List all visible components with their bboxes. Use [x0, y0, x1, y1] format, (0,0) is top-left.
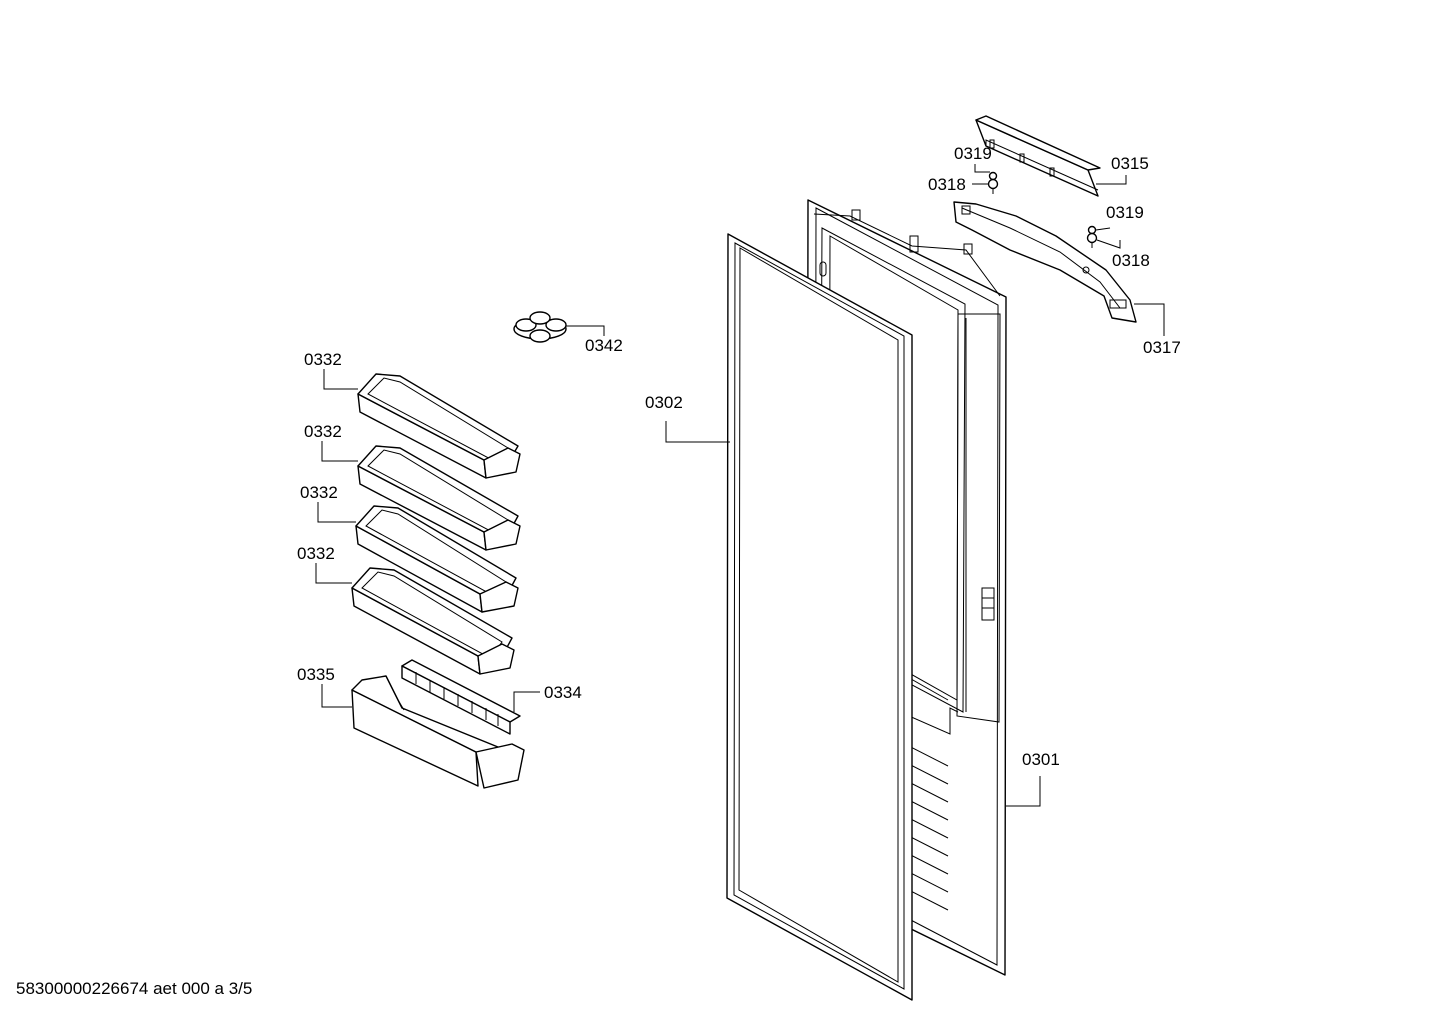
part-labels: 0315 0319 0318 0319 0318 0317 0342 0302 …: [297, 144, 1181, 769]
label-0302: 0302: [645, 393, 683, 412]
label-0332-2: 0332: [304, 422, 342, 441]
label-0319-top: 0319: [954, 144, 992, 163]
label-0315: 0315: [1111, 154, 1149, 173]
label-0332-3: 0332: [300, 483, 338, 502]
label-0342: 0342: [585, 336, 623, 355]
door-shelf-3-drawing: [355, 505, 519, 613]
bottle-retainer-drawing: [401, 659, 521, 735]
label-0332-4: 0332: [297, 544, 335, 563]
screw-0318-0319-top: [987, 171, 999, 194]
door-gasket-drawing: [726, 233, 913, 1001]
bottle-shelf-drawing: [351, 675, 525, 789]
door-shelf-4-drawing: [351, 567, 515, 675]
drawing-number: 58300000226674 aet 000 a 3/5: [16, 979, 253, 998]
door-shelf-1-drawing: [357, 373, 521, 479]
label-0334: 0334: [544, 683, 582, 702]
door-shelf-2-drawing: [357, 445, 521, 551]
label-0318-top: 0318: [928, 175, 966, 194]
label-0319-right: 0319: [1106, 203, 1144, 222]
egg-tray-drawing: [513, 311, 567, 343]
label-0318-right: 0318: [1112, 251, 1150, 270]
label-0317: 0317: [1143, 338, 1181, 357]
label-0335: 0335: [297, 665, 335, 684]
label-0332-1: 0332: [304, 350, 342, 369]
screw-0318-0319-right: [1086, 225, 1098, 248]
leader-lines: [315, 164, 1165, 807]
label-0301: 0301: [1022, 750, 1060, 769]
top-cover-drawing: [975, 115, 1101, 197]
hinge-bracket-drawing: [953, 201, 1137, 323]
